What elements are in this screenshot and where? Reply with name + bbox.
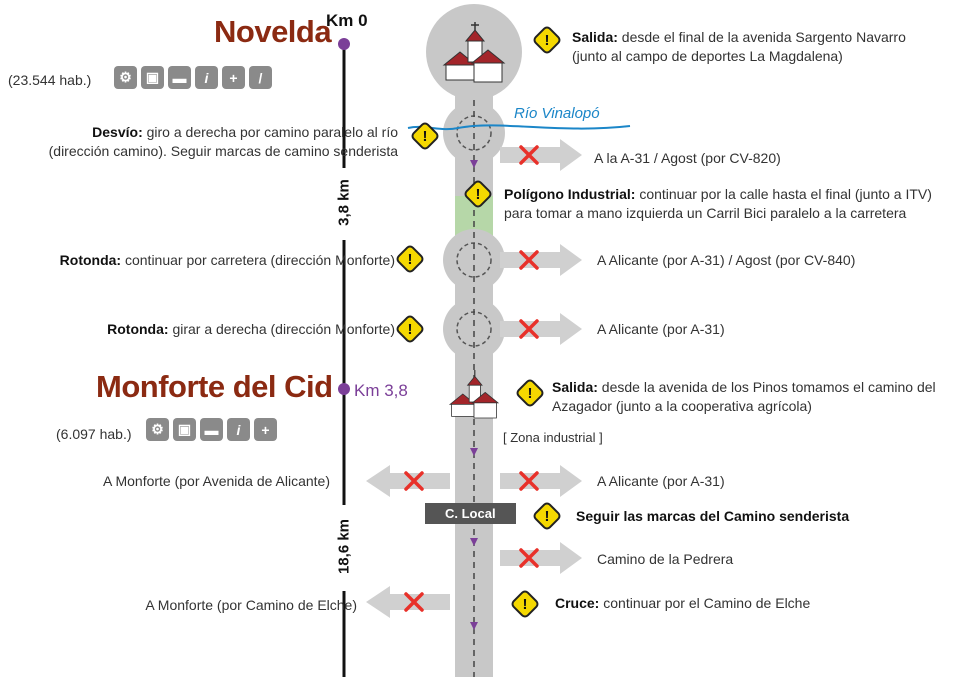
km0-dot	[338, 38, 350, 50]
exit-left-2: A Monforte (por Camino de Elche)	[145, 597, 357, 613]
exit-right-2: A Alicante (por A-31) / Agost (por CV-84…	[597, 252, 856, 268]
exit-right-3: A Alicante (por A-31)	[597, 321, 725, 337]
note-rotonda-2: Rotonda: girar a derecha (dirección Monf…	[107, 321, 395, 337]
distance-label-2: 18,6 km	[335, 518, 353, 575]
services-monforte: ⚙ ▣ ▬ i +	[146, 418, 277, 441]
left-exit-arrows	[366, 465, 450, 618]
note-salida-novelda: Salida: desde el final de la avenida Sar…	[572, 29, 906, 64]
exit-right-5: Camino de la Pedrera	[597, 551, 734, 567]
bed-icon: ▬	[168, 66, 191, 89]
health-icon: +	[222, 66, 245, 89]
church-icon	[442, 22, 506, 83]
warning-icon: !	[396, 245, 424, 273]
warning-icons: !!!!!!!!	[396, 26, 561, 618]
note-cruce: Cruce: continuar por el Camino de Elche	[555, 595, 811, 611]
km-marker-0: Km 0	[326, 11, 368, 30]
no-entry-crosses	[404, 145, 539, 612]
direction-arrows	[470, 160, 478, 630]
bike-repair-icon: ⚙	[114, 66, 137, 89]
services-novelda: ⚙ ▣ ▬ i + /	[114, 66, 272, 89]
svg-text:!: !	[408, 251, 413, 268]
church-icon	[448, 369, 500, 419]
warning-icon: !	[396, 315, 424, 343]
note-poligono: Polígono Industrial: continuar por la ca…	[504, 186, 932, 221]
warning-icon: !	[533, 26, 561, 54]
svg-text:!: !	[408, 321, 413, 338]
svg-text:!: !	[523, 596, 528, 613]
note-desvio: Desvío: giro a derecha por camino parale…	[48, 124, 398, 159]
note-salida-monforte: Salida: desde la avenida de los Pinos to…	[552, 379, 936, 414]
bed-icon: ▬	[200, 418, 223, 441]
km-marker-3-8: Km 3,8	[354, 381, 408, 400]
tool-icon: /	[249, 66, 272, 89]
town-title-monforte: Monforte del Cid	[96, 369, 333, 404]
exit-left-1: A Monforte (por Avenida de Alicante)	[103, 473, 330, 489]
road-label: C. Local	[425, 503, 516, 524]
roundabout-3	[443, 298, 505, 360]
svg-text:!: !	[423, 128, 428, 145]
health-icon: +	[254, 418, 277, 441]
river-line	[407, 124, 631, 131]
population-monforte: (6.097 hab.)	[56, 426, 132, 442]
note-rotonda-1: Rotonda: continuar por carretera (direcc…	[59, 252, 395, 268]
info-icon: i	[227, 418, 250, 441]
svg-text:!: !	[545, 508, 550, 525]
bike-repair-icon: ⚙	[146, 418, 169, 441]
warning-icon: !	[411, 122, 439, 150]
population-novelda: (23.544 hab.)	[8, 72, 92, 88]
exit-right-4: A Alicante (por A-31)	[597, 473, 725, 489]
svg-text:!: !	[528, 385, 533, 402]
exit-right-1: A la A-31 / Agost (por CV-820)	[594, 150, 781, 166]
warning-icon: !	[511, 590, 539, 618]
warning-icon: !	[533, 502, 561, 530]
warning-icon: !	[516, 379, 544, 407]
info-icon: i	[195, 66, 218, 89]
note-seguir-marcas: Seguir las marcas del Camino senderista	[576, 508, 850, 524]
svg-text:!: !	[545, 32, 550, 49]
train-icon: ▣	[141, 66, 164, 89]
zone-label: [ Zona industrial ]	[503, 430, 603, 445]
train-icon: ▣	[173, 418, 196, 441]
town-title-novelda: Novelda	[214, 14, 332, 49]
svg-text:!: !	[476, 186, 481, 203]
distance-label-1: 3,8 km	[335, 179, 353, 226]
km38-dot	[338, 383, 350, 395]
warning-icon: !	[464, 180, 492, 208]
river-label: Río Vinalopó	[514, 105, 600, 122]
